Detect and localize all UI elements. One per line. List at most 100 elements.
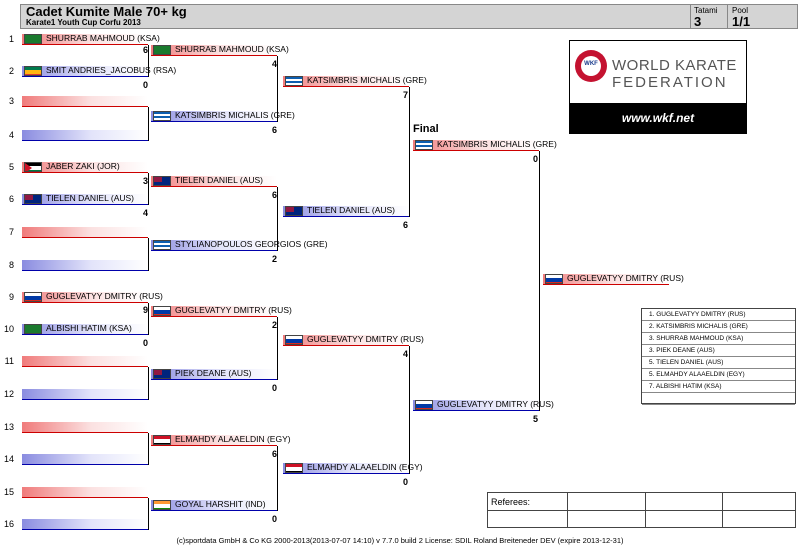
flag-stripe [154, 243, 170, 245]
bracket-slot[interactable] [22, 227, 148, 238]
flag-stripe [25, 163, 41, 167]
bracket-slot[interactable]: KATSIMBRIS MICHALIS (GRE) [413, 139, 557, 151]
bracket-slot[interactable]: SHURRAB MAHMOUD (KSA) [151, 44, 289, 56]
result-row: 7. ALBISHI HATIM (KSA) [642, 381, 795, 393]
bracket-slot[interactable]: ELMAHDY ALAAELDIN (EGY) [283, 462, 423, 474]
flag-union-jack [286, 207, 294, 212]
seed-number: 1 [8, 34, 14, 44]
referees-divider [487, 510, 796, 511]
bracket-connector [148, 107, 149, 141]
flag-stripe [416, 141, 432, 143]
competitor-name: TIELEN DANIEL (AUS) [175, 175, 264, 185]
flag-stripe [154, 46, 170, 54]
bracket-slot[interactable]: STYLIANOPOULOS GEORGIOS (GRE) [151, 239, 328, 251]
bracket-slot[interactable] [22, 487, 148, 498]
gre-flag-icon [153, 240, 171, 250]
flag-union-jack [154, 177, 162, 182]
match-score: 4 [403, 349, 409, 359]
bracket-connector [277, 446, 278, 511]
seed-number: 15 [3, 487, 14, 497]
bracket-slot[interactable] [22, 454, 148, 465]
logo-line2: FEDERATION [612, 74, 728, 91]
bracket-connector [409, 87, 410, 217]
match-score: 6 [403, 220, 409, 230]
logo-url: www.wkf.net [570, 103, 746, 133]
match-score: 4 [272, 59, 278, 69]
bracket-slot[interactable] [22, 389, 148, 400]
bracket-slot[interactable] [22, 519, 148, 530]
tatami-value: 3 [694, 14, 702, 29]
rus-flag-icon [285, 335, 303, 345]
bracket-slot[interactable]: GUGLEVATYY DMITRY (RUS) [413, 399, 554, 411]
competitor-name: ELMAHDY ALAAELDIN (EGY) [307, 462, 423, 472]
competitor-name: SHURRAB MAHMOUD (KSA) [175, 44, 289, 54]
flag-stripe [25, 169, 41, 171]
flag-stripe [286, 77, 302, 79]
bracket-slot[interactable]: TIELEN DANIEL (AUS) [283, 205, 409, 217]
seed-number: 6 [8, 194, 14, 204]
egy-flag-icon [153, 435, 171, 445]
match-score: 0 [143, 338, 149, 348]
bracket-slot[interactable]: GUGLEVATYY DMITRY (RUS) [543, 273, 684, 285]
flag-stripe [286, 467, 302, 471]
ksa-flag-icon [153, 45, 171, 55]
competitor-name: PIEK DEANE (AUS) [175, 368, 252, 378]
flag-stripe [25, 35, 41, 43]
bracket-slot[interactable]: KATSIMBRIS MICHALIS (GRE) [151, 110, 295, 122]
match-score: 6 [272, 190, 278, 200]
flag-stripe [546, 278, 562, 282]
flag-stripe [154, 118, 170, 120]
bracket-slot[interactable]: ELMAHDY ALAAELDIN (EGY) [151, 434, 291, 446]
bracket-slot[interactable]: GUGLEVATYY DMITRY (RUS) [283, 334, 424, 346]
result-row: 3. PIEK DEANE (AUS) [642, 345, 795, 357]
bracket-slot[interactable] [22, 130, 148, 141]
seed-number: 14 [3, 454, 14, 464]
match-score: 2 [272, 320, 278, 330]
flag-stripe [154, 504, 170, 508]
bracket-slot[interactable]: JABER ZAKI (JOR) [22, 161, 148, 173]
flag-stripe [25, 166, 41, 170]
flag-stripe [154, 501, 170, 505]
rus-flag-icon [153, 306, 171, 316]
flag-union-jack [154, 370, 162, 375]
bracket-slot[interactable]: PIEK DEANE (AUS) [151, 368, 277, 380]
bracket-slot[interactable]: KATSIMBRIS MICHALIS (GRE) [283, 75, 427, 87]
bracket-slot[interactable] [22, 422, 148, 433]
competitor-name: ALBISHI HATIM (KSA) [46, 323, 132, 333]
bracket-slot[interactable]: TIELEN DANIEL (AUS) [22, 193, 148, 205]
seed-number: 2 [8, 66, 14, 76]
logo-line1: WORLD KARATE [612, 57, 737, 74]
competitor-name: ELMAHDY ALAAELDIN (EGY) [175, 434, 291, 444]
flag-stripe [25, 325, 41, 333]
competitor-name: GUGLEVATYY DMITRY (RUS) [175, 305, 292, 315]
flag-stripe [154, 249, 170, 250]
result-row: 3. SHURRAB MAHMOUD (KSA) [642, 333, 795, 345]
wkf-badge-text: WKF [584, 61, 598, 67]
bracket-slot[interactable] [22, 96, 148, 107]
bracket-slot[interactable]: SMIT ANDRIES_JACOBUS (RSA) [22, 65, 176, 77]
competitor-name: SHURRAB MAHMOUD (KSA) [46, 33, 160, 43]
flag-stripe [154, 114, 170, 116]
flag-stripe [416, 143, 432, 145]
flag-stripe [25, 299, 41, 301]
seed-number: 7 [8, 227, 14, 237]
bracket-slot[interactable]: GUGLEVATYY DMITRY (RUS) [22, 291, 163, 303]
bracket-slot[interactable]: GOYAL HARSHIT (IND) [151, 499, 277, 511]
aus-flag-icon [153, 369, 171, 379]
flag-stripe [154, 442, 170, 444]
gre-flag-icon [285, 76, 303, 86]
jor-flag-icon [24, 162, 42, 172]
seed-number: 9 [8, 292, 14, 302]
bracket-slot[interactable]: GUGLEVATYY DMITRY (RUS) [151, 305, 292, 317]
rus-flag-icon [415, 400, 433, 410]
flag-stripe [154, 370, 170, 378]
competitor-name: STYLIANOPOULOS GEORGIOS (GRE) [175, 239, 328, 249]
flag-stripe [286, 85, 302, 86]
flag-stripe [154, 120, 170, 121]
bracket-slot[interactable]: TIELEN DANIEL (AUS) [151, 175, 277, 187]
bracket-slot[interactable]: ALBISHI HATIM (KSA) [22, 323, 148, 335]
bracket-slot[interactable] [22, 260, 148, 271]
bracket-slot[interactable]: SHURRAB MAHMOUD (KSA) [22, 33, 160, 45]
bracket-slot[interactable] [22, 356, 148, 367]
flag-stripe [154, 245, 170, 247]
